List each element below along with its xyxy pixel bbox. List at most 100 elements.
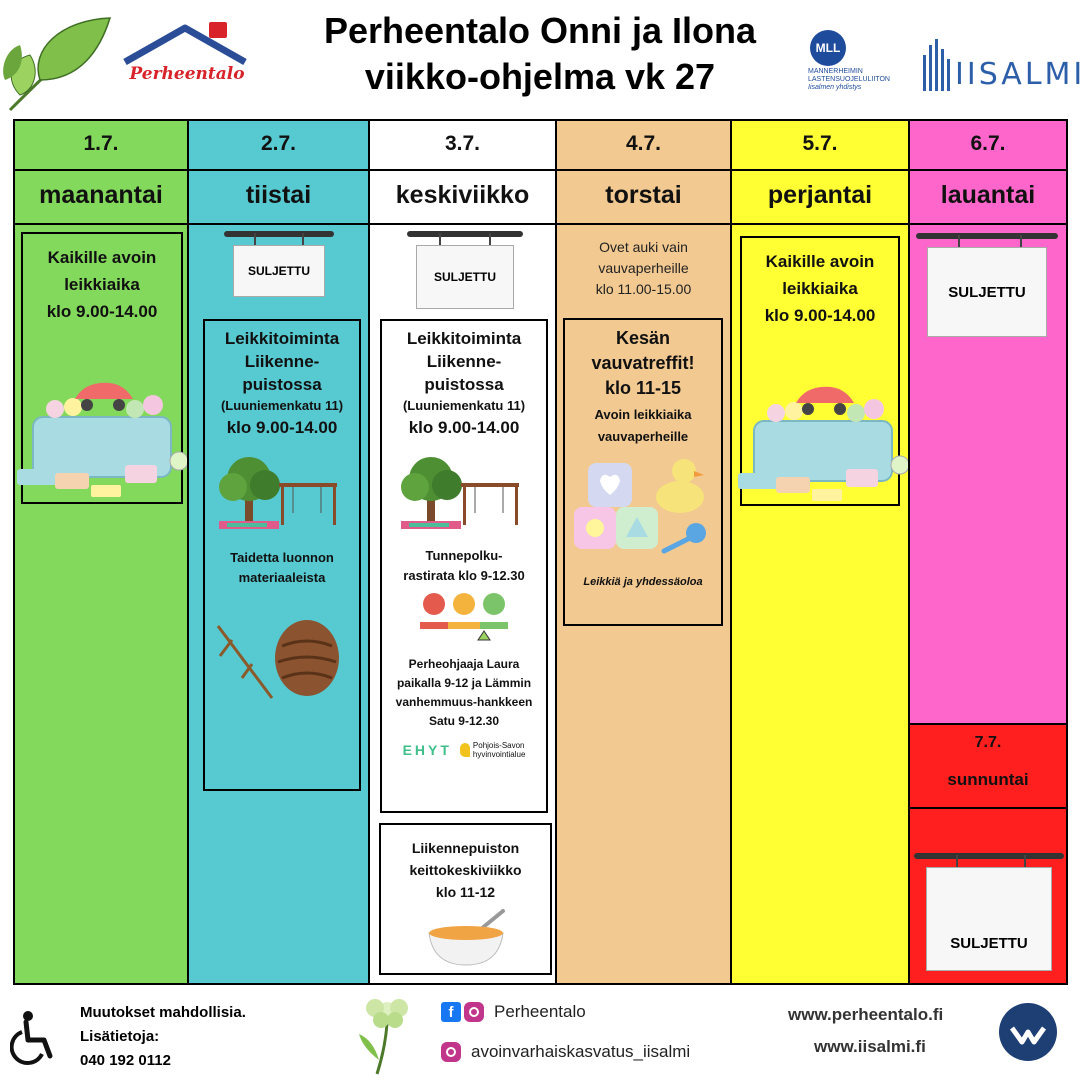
- url-iisalmi[interactable]: www.iisalmi.fi: [814, 1037, 926, 1056]
- wednesday-box-line-1: Leikkitoiminta: [406, 329, 522, 348]
- friday-line-1: Kaikille avoin: [765, 252, 875, 271]
- day-thursday: torstai: [557, 171, 730, 225]
- pinecone-icon: [216, 620, 339, 699]
- closed-sign-wednesday: SULJETTU: [407, 231, 523, 309]
- house-roof-icon: [123, 22, 247, 66]
- footer-phone: 040 192 0112: [80, 1052, 171, 1069]
- date-monday: 1.7.: [15, 121, 187, 171]
- wednesday-guide-line-1: Perheohjaaja Laura: [408, 657, 520, 671]
- instagram-link[interactable]: avoinvarhaiskasvatus_iisalmi: [441, 1042, 690, 1062]
- facebook-label: Perheentalo: [494, 1002, 586, 1021]
- thursday-box-line-3: klo 11-15: [604, 378, 682, 398]
- footer-more-info: Lisätietoja:: [80, 1028, 160, 1045]
- leaf-icon: [3, 17, 112, 112]
- thursday-top-line-3: klo 11.00-15.00: [595, 281, 692, 297]
- iisalmi-logo: IISALMI: [915, 35, 1080, 95]
- monday-line-3: klo 9.00-14.00: [46, 302, 158, 321]
- closed-sign-tuesday: SULJETTU: [224, 231, 334, 297]
- date-wednesday: 3.7.: [370, 121, 555, 171]
- toy-basket-icon: [738, 386, 910, 501]
- facebook-icon: f: [441, 1002, 461, 1022]
- closed-sign-label: SULJETTU: [926, 867, 1052, 971]
- monday-line-2: leikkiaika: [64, 275, 140, 294]
- mll-logo-mark: MLL: [810, 30, 846, 66]
- url-perheentalo[interactable]: www.perheentalo.fi: [788, 1005, 944, 1024]
- title-line-2: viikko-ohjelma vk 27: [364, 56, 716, 97]
- mll-logo: MLL MANNERHEIMIN LASTENSUOJELULIITON Iis…: [808, 30, 898, 100]
- tuesday-box-line-5: klo 9.00-14.00: [226, 418, 338, 437]
- thursday-top-line-2: vauvaperheille: [598, 260, 689, 276]
- wednesday-event-box: Leikkitoiminta Liikenne- puistossa (Luun…: [380, 319, 548, 813]
- wheelchair-icon: [10, 1011, 53, 1065]
- day-sunday: sunnuntai: [910, 765, 1066, 809]
- friday-line-2: leikkiaika: [782, 279, 858, 298]
- instagram-icon: [441, 1042, 461, 1062]
- soup-line-1: Liikennepuiston: [411, 840, 520, 856]
- perheentalo-logo: Perheentalo: [115, 18, 255, 98]
- facebook-instagram-link[interactable]: f Perheentalo: [441, 1002, 586, 1022]
- day-wednesday: keskiviikko: [370, 171, 555, 225]
- thursday-box-line-1: Kesän: [615, 328, 671, 348]
- finland-emblem-icon: [999, 1003, 1057, 1061]
- mll-logo-sub: Iisalmen yhdistys: [808, 84, 862, 91]
- pohjois-savon-logo-icon: [459, 743, 470, 757]
- column-thursday: 4.7. torstai Ovet auki vain vauvaperheil…: [555, 119, 732, 985]
- perheentalo-logo-text: Perheentalo: [129, 64, 245, 84]
- tuesday-art-line-2: materiaaleista: [238, 570, 326, 585]
- baby-toys-icon: [574, 459, 706, 554]
- tree-swing-icon: [401, 457, 519, 529]
- tuesday-box-line-1: Leikkitoiminta: [224, 329, 340, 348]
- instagram-icon: [464, 1002, 484, 1022]
- closed-sign-saturday: SULJETTU: [916, 233, 1058, 337]
- day-tuesday: tiistai: [189, 171, 368, 225]
- flower-icon: [359, 999, 408, 1075]
- wednesday-box-line-5: klo 9.00-14.00: [408, 418, 520, 437]
- date-saturday: 6.7.: [910, 121, 1066, 171]
- day-friday: perjantai: [732, 171, 908, 225]
- tuesday-box-line-2: Liikenne-: [244, 352, 320, 371]
- tuesday-event-box: Leikkitoiminta Liikenne- puistossa (Luun…: [203, 319, 361, 791]
- pohjois-savon-line-1: Pohjois-Savon: [472, 741, 525, 750]
- closed-sign-sunday: SULJETTU: [914, 853, 1064, 971]
- closed-sign-label: SULJETTU: [927, 247, 1047, 337]
- column-wednesday: 3.7. keskiviikko SULJETTU Leikkitoiminta…: [368, 119, 557, 985]
- iisalmi-logo-text: IISALMI: [955, 57, 1080, 92]
- wednesday-guide-line-3: vanhemmuus-hankkeen: [395, 695, 533, 709]
- tuesday-art-line-1: Taidetta luonnon: [230, 550, 334, 565]
- thursday-top-line-1: Ovet auki vain: [599, 239, 688, 255]
- wednesday-box-line-4: (Luuniemenkatu 11): [402, 398, 526, 413]
- column-tuesday: 2.7. tiistai SULJETTU Leikkitoiminta Lii…: [187, 119, 370, 985]
- wednesday-box-line-3: puistossa: [424, 375, 504, 394]
- tree-swing-icon: [219, 457, 337, 529]
- closed-sign-label: SULJETTU: [232, 245, 326, 297]
- wednesday-path-line-1: Tunnepolku-: [425, 548, 503, 563]
- monday-line-1: Kaikille avoin: [47, 248, 157, 267]
- emotion-scale-icon: [420, 593, 508, 641]
- column-monday: 1.7. maanantai Kaikille avoin leikkiaika…: [13, 119, 189, 985]
- date-sunday: 7.7.: [974, 734, 1002, 751]
- iisalmi-emblem-icon: [923, 39, 950, 91]
- pohjois-savon-line-2: hyvinvointialue: [472, 750, 526, 759]
- instagram-label: avoinvarhaiskasvatus_iisalmi: [471, 1042, 691, 1061]
- day-saturday: lauantai: [910, 171, 1066, 225]
- friday-line-3: klo 9.00-14.00: [764, 306, 876, 325]
- thursday-box-line-5: vauvaperheille: [597, 429, 689, 444]
- footer-changes-note: Muutokset mahdollisia.: [80, 1004, 246, 1021]
- thursday-event-box: Kesän vauvatreffit! klo 11-15 Avoin leik…: [563, 318, 723, 626]
- week-schedule: 1.7. maanantai Kaikille avoin leikkiaika…: [13, 119, 1068, 985]
- column-saturday: 6.7. lauantai SULJETTU: [908, 119, 1068, 725]
- ehyt-logo: EHYT: [402, 742, 452, 758]
- monday-event-box: Kaikille avoin leikkiaika klo 9.00-14.00: [21, 232, 183, 504]
- tuesday-box-line-3: puistossa: [242, 375, 322, 394]
- date-thursday: 4.7.: [557, 121, 730, 171]
- wednesday-guide-line-2: paikalla 9-12 ja Lämmin: [396, 676, 532, 690]
- thursday-box-footer: Leikkiä ja yhdessäoloa: [583, 576, 703, 588]
- wednesday-guide-line-4: Satu 9-12.30: [428, 714, 500, 728]
- date-tuesday: 2.7.: [189, 121, 368, 171]
- mll-logo-name: MANNERHEIMIN LASTENSUOJELULIITON: [808, 68, 890, 83]
- soup-line-3: klo 11-12: [435, 884, 496, 900]
- page-title: Perheentalo Onni ja Ilona viikko-ohjelma…: [250, 8, 830, 100]
- friday-event-box: Kaikille avoin leikkiaika klo 9.00-14.00: [740, 236, 900, 506]
- wednesday-path-line-2: rastirata klo 9-12.30: [403, 568, 525, 583]
- thursday-box-line-2: vauvatreffit!: [591, 353, 695, 373]
